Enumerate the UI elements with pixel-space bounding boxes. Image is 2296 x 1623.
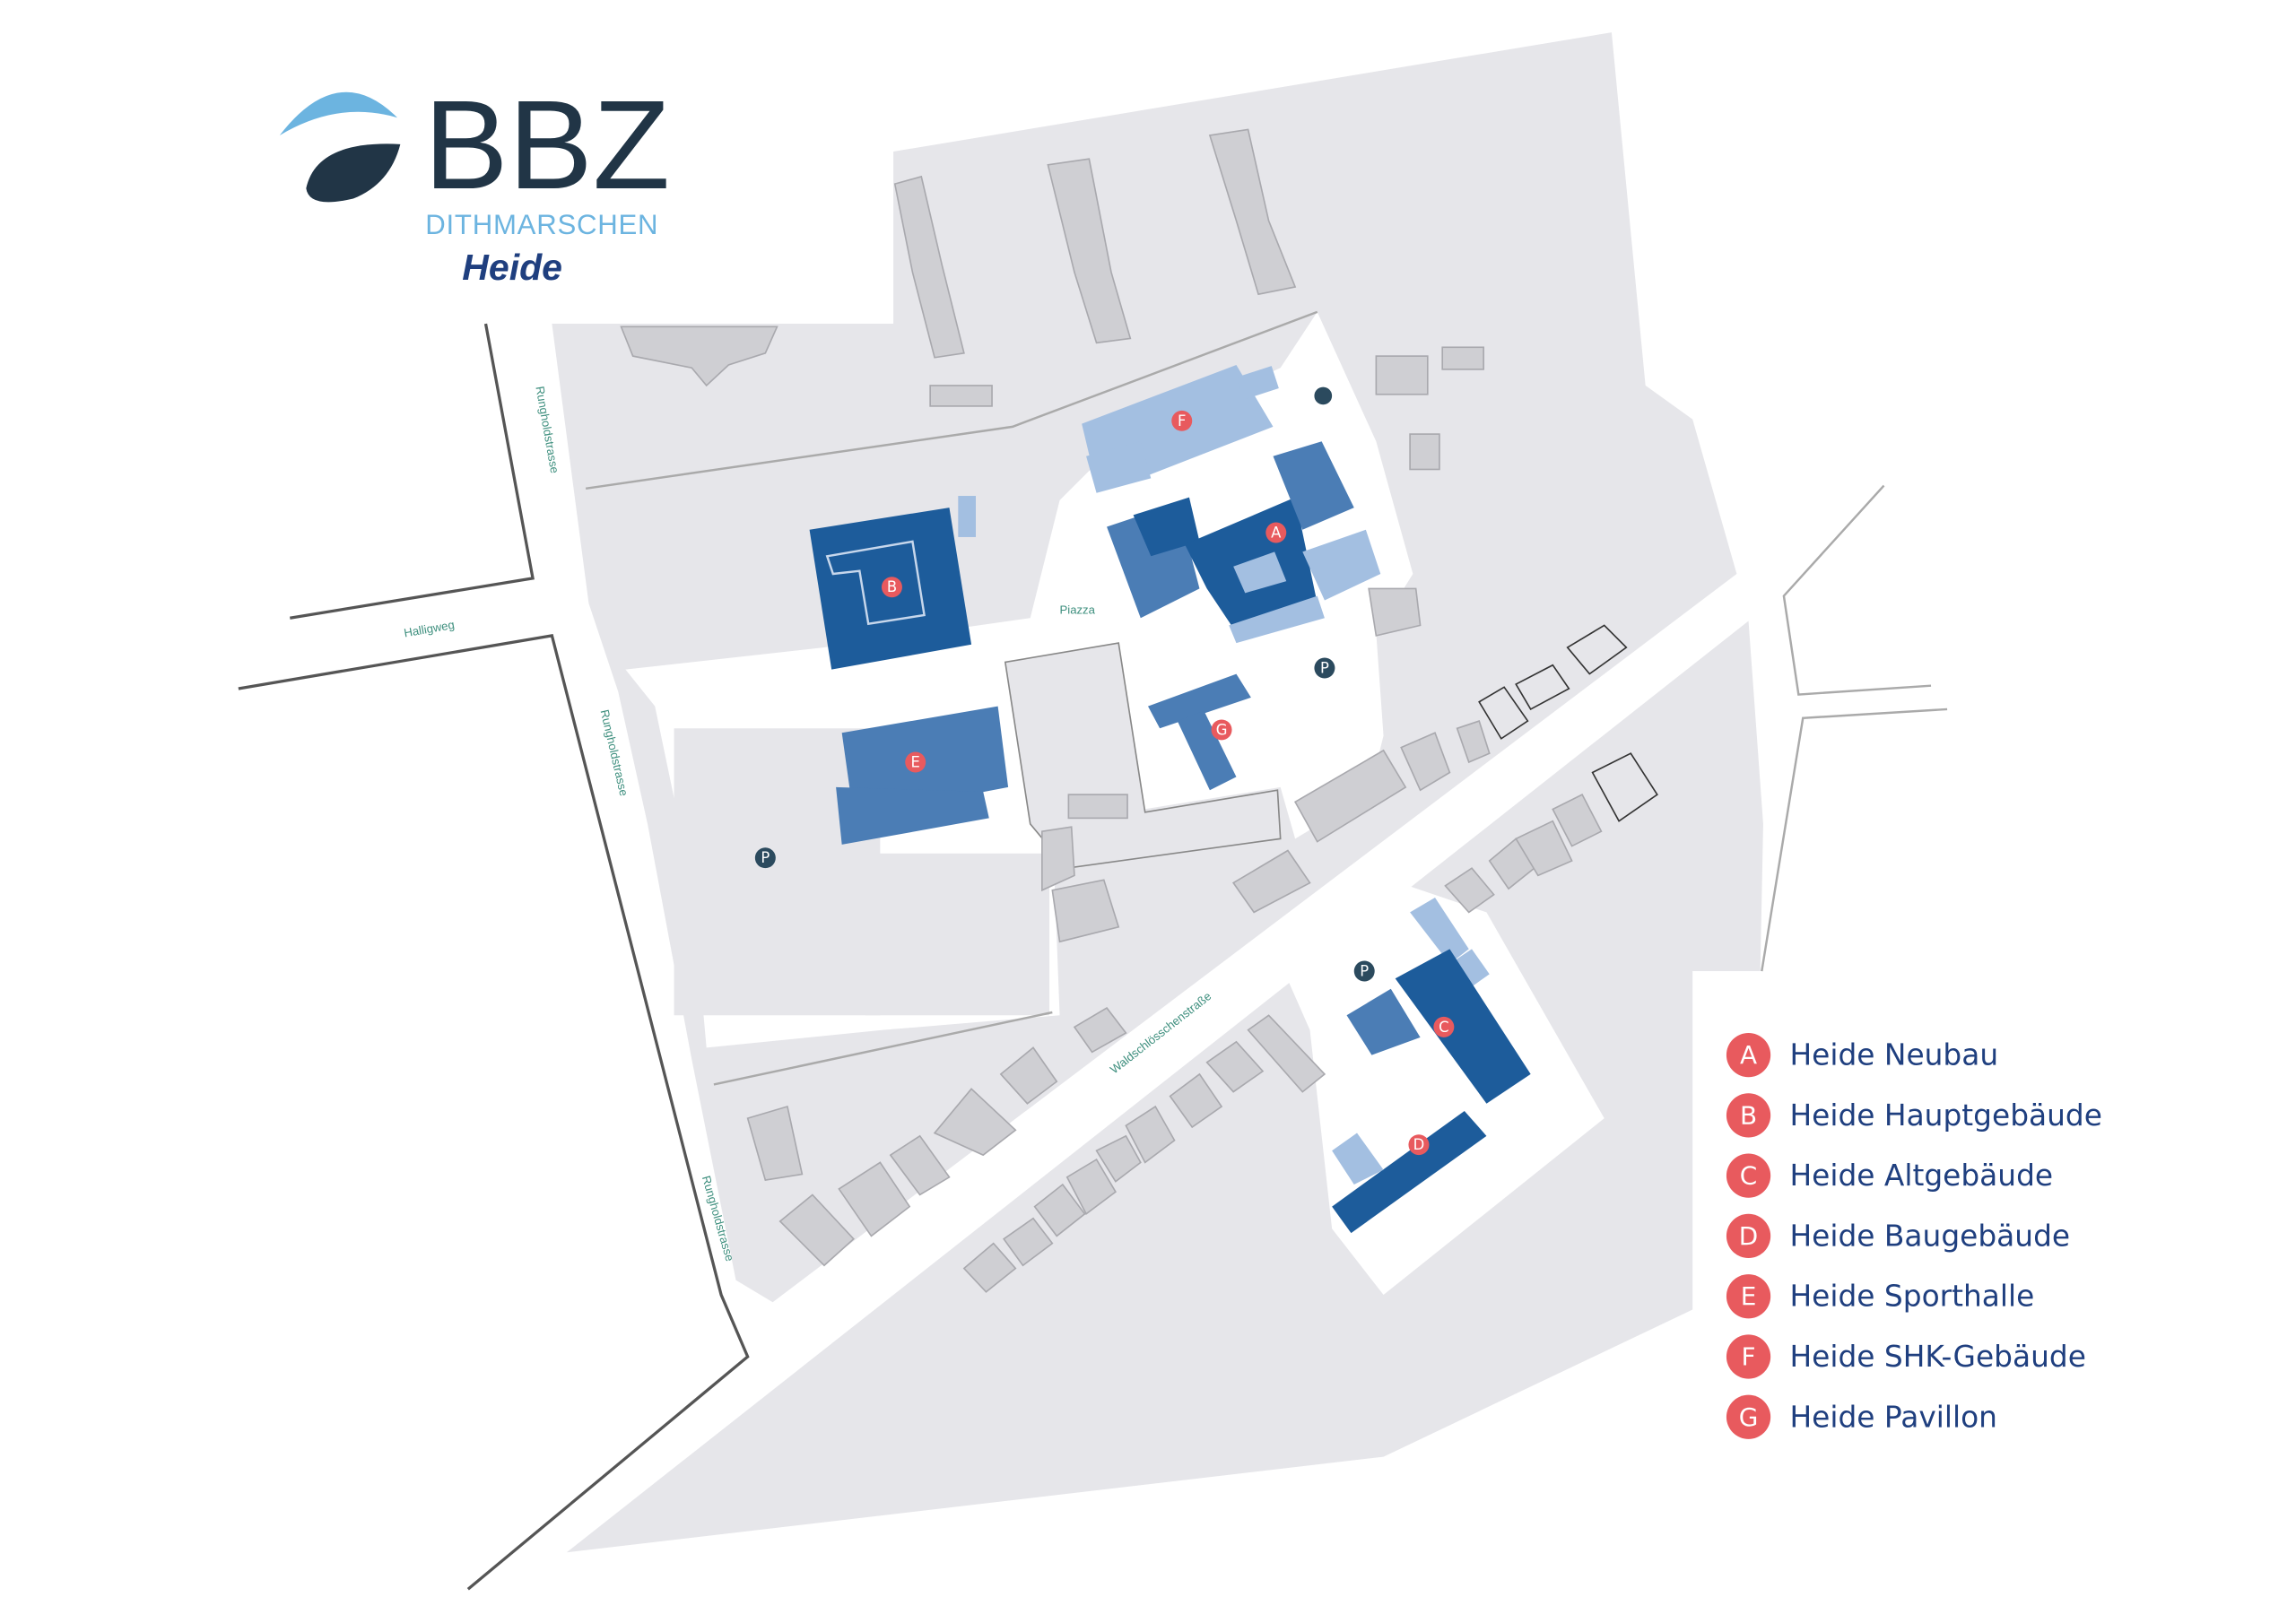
svg-text:G: G bbox=[1739, 1402, 1759, 1432]
building-d[interactable] bbox=[1332, 1110, 1487, 1234]
svg-text:Heide Sporthalle: Heide Sporthalle bbox=[1789, 1280, 2034, 1314]
marker-f[interactable]: F bbox=[1178, 412, 1186, 430]
building-markers bbox=[881, 410, 1455, 1156]
svg-text:Heide: Heide bbox=[462, 247, 562, 288]
svg-text:A: A bbox=[1740, 1040, 1757, 1070]
road-outline bbox=[290, 323, 535, 620]
land-area-south bbox=[566, 621, 1763, 1553]
svg-text:E: E bbox=[1741, 1281, 1757, 1311]
field-area bbox=[865, 853, 1050, 1016]
svg-text:Heide Baugebäude: Heide Baugebäude bbox=[1789, 1219, 2070, 1253]
parking-icon: P bbox=[1320, 660, 1329, 677]
marker-d[interactable]: D bbox=[1413, 1136, 1425, 1153]
parking-area bbox=[674, 728, 881, 1016]
svg-text:C: C bbox=[1740, 1161, 1757, 1191]
parking-markers bbox=[754, 657, 1375, 982]
point-of-interest-icon bbox=[1314, 386, 1333, 405]
road-outline bbox=[238, 634, 750, 1591]
boundary-line bbox=[585, 310, 1318, 490]
road-outline bbox=[1782, 484, 1932, 696]
marker-g[interactable]: G bbox=[1216, 721, 1228, 738]
svg-text:Heide Pavillon: Heide Pavillon bbox=[1789, 1400, 1996, 1434]
bbz-logo: BBZ DITHMARSCHEN Heide bbox=[279, 74, 670, 288]
svg-text:Heide Altgebäude: Heide Altgebäude bbox=[1789, 1159, 2053, 1193]
svg-text:Heide Hauptgebäude: Heide Hauptgebäude bbox=[1789, 1098, 2101, 1133]
marker-c[interactable]: C bbox=[1439, 1019, 1448, 1036]
parking-icon: P bbox=[761, 849, 770, 866]
legend-item-c[interactable]: C Heide Altgebäude bbox=[1726, 1153, 2053, 1198]
legend-item-f[interactable]: F Heide SHK-Gebäude bbox=[1726, 1334, 2086, 1379]
legend-item-e[interactable]: E Heide Sporthalle bbox=[1726, 1274, 2034, 1319]
building-g[interactable] bbox=[1148, 673, 1251, 791]
marker-a[interactable]: A bbox=[1271, 525, 1282, 542]
parking-icon: P bbox=[1360, 963, 1369, 980]
svg-text:Heide SHK-Gebäude: Heide SHK-Gebäude bbox=[1789, 1340, 2085, 1374]
legend-item-b[interactable]: B Heide Hauptgebäude bbox=[1726, 1093, 2102, 1138]
street-label-halligweg: Halligweg bbox=[403, 618, 456, 640]
svg-text:F: F bbox=[1742, 1341, 1756, 1371]
boundary-line bbox=[713, 1011, 1053, 1086]
legend-item-g[interactable]: G Heide Pavillon bbox=[1726, 1394, 1997, 1439]
svg-text:Heide Neubau: Heide Neubau bbox=[1789, 1038, 1998, 1072]
legend-item-a[interactable]: A Heide Neubau bbox=[1726, 1032, 1998, 1078]
svg-text:B: B bbox=[1740, 1100, 1757, 1130]
building-c[interactable] bbox=[1346, 897, 1531, 1104]
marker-e[interactable]: E bbox=[911, 754, 920, 771]
svg-text:D: D bbox=[1739, 1221, 1758, 1251]
road-outline bbox=[1761, 707, 1948, 972]
legend: A Heide Neubau B Heide Hauptgebäude C Heide… bbox=[1726, 1032, 2102, 1439]
neighbor-buildings bbox=[620, 128, 1658, 943]
legend-item-d[interactable]: D Heide Baugebäude bbox=[1726, 1213, 2070, 1259]
svg-text:BBZ: BBZ bbox=[424, 74, 670, 215]
residential-houses bbox=[746, 1006, 1326, 1293]
svg-text:DITHMARSCHEN: DITHMARSCHEN bbox=[425, 209, 657, 240]
street-label-rungholdstrasse: Rungholdstrasse bbox=[533, 385, 561, 473]
marker-b[interactable]: B bbox=[887, 578, 897, 595]
piazza-label: Piazza bbox=[1060, 603, 1096, 616]
